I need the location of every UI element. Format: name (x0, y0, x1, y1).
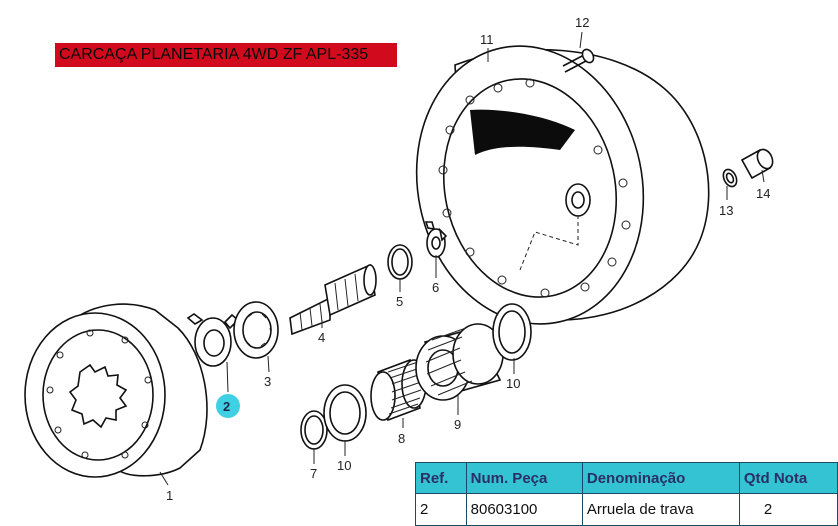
cell-description: Arruela de trava (581, 493, 740, 526)
callout-10-lower: 10 (337, 458, 351, 473)
callout-13: 13 (719, 203, 733, 218)
header-qty: Qtd Nota (738, 462, 838, 494)
callout-5: 5 (396, 294, 403, 309)
callout-11: 11 (480, 32, 494, 47)
part-shaft-4 (289, 263, 377, 336)
cell-part-number: 80603100 (465, 493, 583, 526)
header-qty-label: Qtd (743, 469, 770, 487)
part-housing-11 (415, 45, 710, 325)
callout-6: 6 (432, 280, 439, 295)
callout-8: 8 (398, 431, 405, 446)
leader-lines (159, 31, 765, 486)
header-note-label: Nota (773, 469, 808, 487)
callout-9: 9 (454, 417, 461, 432)
header-description: Denominação (581, 462, 740, 494)
part-lock-washer-2 (186, 313, 240, 367)
part-tab-washer-6 (424, 221, 448, 258)
callout-3: 3 (264, 374, 271, 389)
callout-12: 12 (575, 15, 589, 30)
part-thrust-ring-10-upper (492, 303, 532, 361)
cell-qty-value: 2 (763, 501, 773, 518)
header-ref: Ref. (415, 462, 467, 494)
part-thrust-ring-10-lower (323, 384, 367, 442)
callout-10-upper: 10 (506, 376, 520, 391)
part-bolt-12 (562, 48, 595, 73)
callout-14: 14 (756, 186, 770, 201)
header-part-number: Num. Peça (465, 462, 583, 494)
parts-table-header: Ref. Num. Peça Denominação Qtd Nota (415, 462, 838, 494)
cell-qty: 2 (738, 493, 838, 526)
cell-ref: 2 (415, 493, 467, 526)
callout-1: 1 (166, 488, 173, 503)
part-plug-14 (740, 148, 774, 180)
table-row: 2 80603100 Arruela de trava 2 (415, 493, 838, 526)
part-needle-bearing-8 (370, 358, 427, 422)
part-snap-ring-7 (300, 410, 328, 450)
callout-2-highlight (216, 394, 240, 418)
callout-2: 2 (223, 399, 230, 414)
page-title: CARCAÇA PLANETARIA 4WD ZF APL-335 (55, 43, 397, 67)
part-snap-ring-5 (387, 244, 413, 280)
part-washer-13 (722, 168, 738, 188)
callout-4: 4 (318, 330, 325, 345)
part-splined-washer-3 (233, 301, 279, 359)
part-planet-gear-9 (415, 323, 504, 401)
callouts: 1 2 3 4 5 6 7 8 9 10 10 11 12 13 14 (166, 15, 770, 503)
part-hub-1 (24, 303, 208, 478)
parts-table: Ref. Num. Peça Denominação Qtd Nota 2 80… (415, 462, 838, 526)
callout-7: 7 (310, 466, 317, 481)
